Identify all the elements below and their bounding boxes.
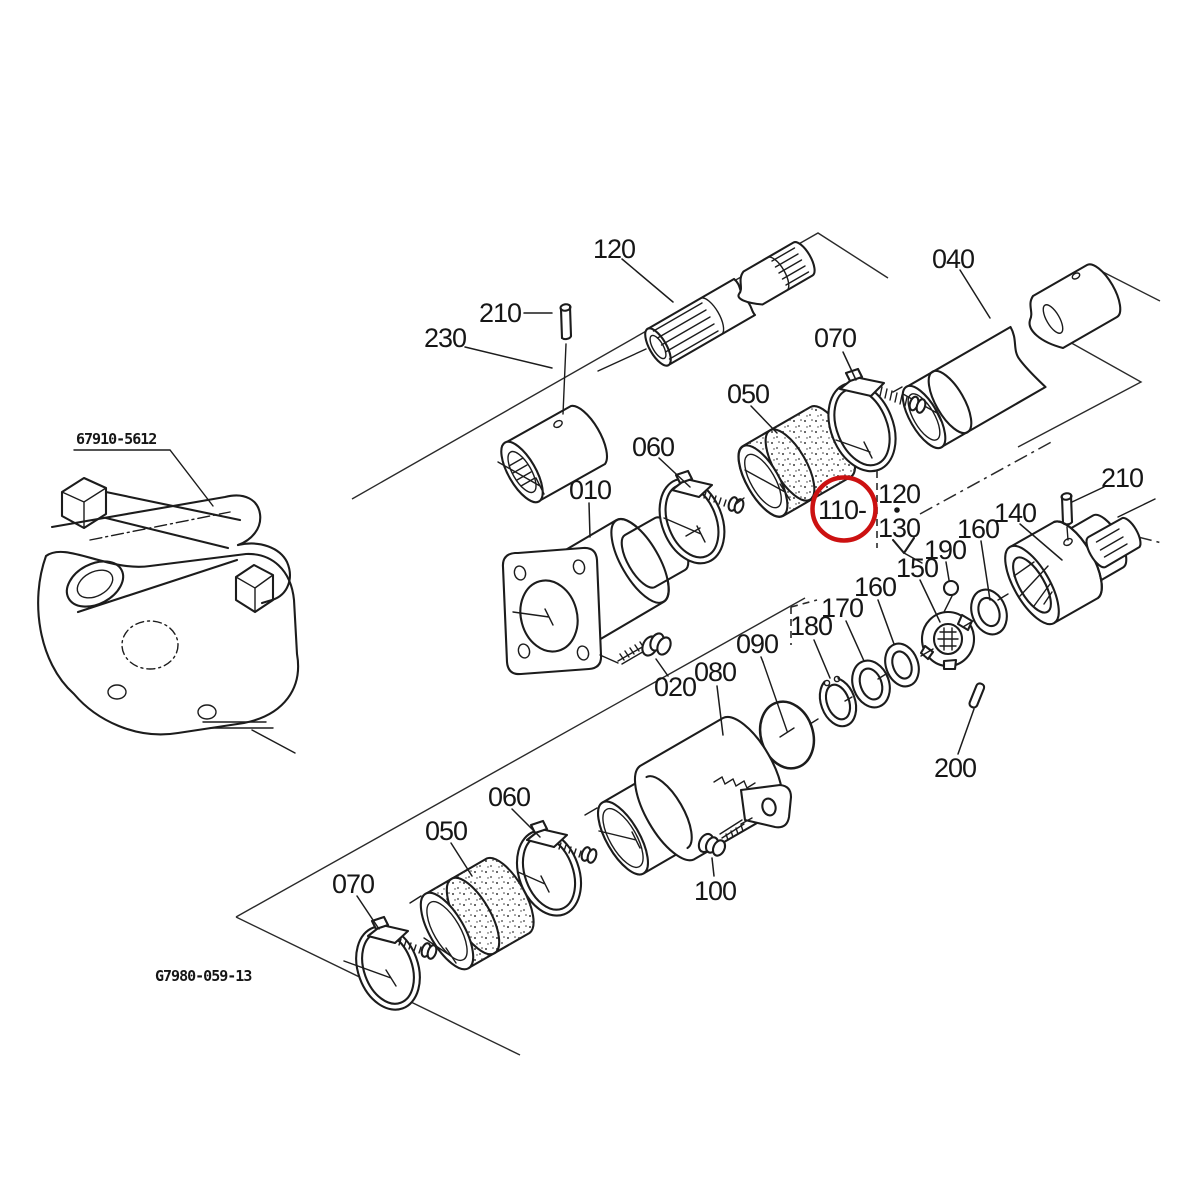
- label-070-bottom: 070: [332, 869, 374, 899]
- part-190-ball-drawing: [942, 579, 960, 613]
- label-070-top: 070: [814, 323, 856, 353]
- label-230: 230: [424, 323, 466, 353]
- label-060-top: 060: [632, 432, 674, 462]
- leader-lines: [73, 258, 1105, 930]
- highlight-circle-110: [810, 475, 878, 543]
- label-120-top: 120: [593, 234, 635, 264]
- part-160-right-washer-drawing: [970, 588, 1008, 636]
- part-100-bolt-drawing: [697, 819, 745, 857]
- group-110-bracket: [790, 471, 923, 645]
- label-120-group: 120: [878, 479, 920, 509]
- label-140: 140: [994, 498, 1036, 528]
- label-170: 170: [821, 593, 863, 623]
- part-labels: 120 210 230 040 070 050 060 010 110- 120…: [76, 234, 1144, 985]
- label-assembly-ref: 67910-5612: [76, 430, 156, 448]
- part-040-tube-drawing: [901, 263, 1122, 450]
- part-050-coupling-top-drawing: [737, 405, 857, 518]
- label-050-top: 050: [727, 379, 769, 409]
- label-160-left: 160: [854, 572, 896, 602]
- label-180: 180: [790, 611, 832, 641]
- label-050-bottom: 050: [425, 816, 467, 846]
- label-080: 080: [694, 657, 736, 687]
- part-230-sleeve-drawing: [497, 404, 609, 504]
- part-150-collar-drawing: [919, 610, 976, 671]
- axis-alignment-lines: [409, 348, 1009, 904]
- part-200-pin-drawing: [968, 682, 986, 709]
- part-060-clamp-top-drawing: [658, 469, 745, 565]
- label-090: 090: [736, 629, 778, 659]
- label-110-highlighted: 110-: [818, 495, 866, 525]
- label-130-group: 130: [878, 513, 920, 543]
- part-080-cover-drawing: [597, 715, 793, 876]
- part-120-shaft-drawing: [644, 241, 816, 367]
- label-040: 040: [932, 244, 974, 274]
- part-210-pin-top-drawing: [559, 303, 573, 415]
- label-190: 190: [924, 535, 966, 565]
- label-010: 010: [569, 475, 611, 505]
- part-020-bolt-drawing: [599, 632, 672, 665]
- gearbox-housing-drawing: [37, 476, 300, 754]
- label-200: 200: [934, 753, 976, 783]
- part-180-snap-ring-drawing: [818, 670, 858, 728]
- label-210-top: 210: [479, 298, 521, 328]
- label-210-right: 210: [1101, 463, 1143, 493]
- label-160-right: 160: [957, 514, 999, 544]
- label-150: 150: [896, 553, 938, 583]
- part-170-washer-drawing: [851, 659, 891, 709]
- label-060-bottom: 060: [488, 782, 530, 812]
- part-010-coupling-drawing: [501, 516, 690, 676]
- part-070-clamp-bottom-drawing: [343, 915, 438, 1011]
- splined-stub-shaft-drawing: [1085, 516, 1142, 569]
- label-020: 020: [654, 672, 696, 702]
- label-100: 100: [694, 876, 736, 906]
- part-070-clamp-top-drawing: [827, 367, 927, 473]
- part-050-coupling-bottom-drawing: [419, 856, 535, 971]
- label-drawing-number: G7980-059-13: [155, 967, 252, 985]
- part-210-pin-right-drawing: [1060, 492, 1074, 541]
